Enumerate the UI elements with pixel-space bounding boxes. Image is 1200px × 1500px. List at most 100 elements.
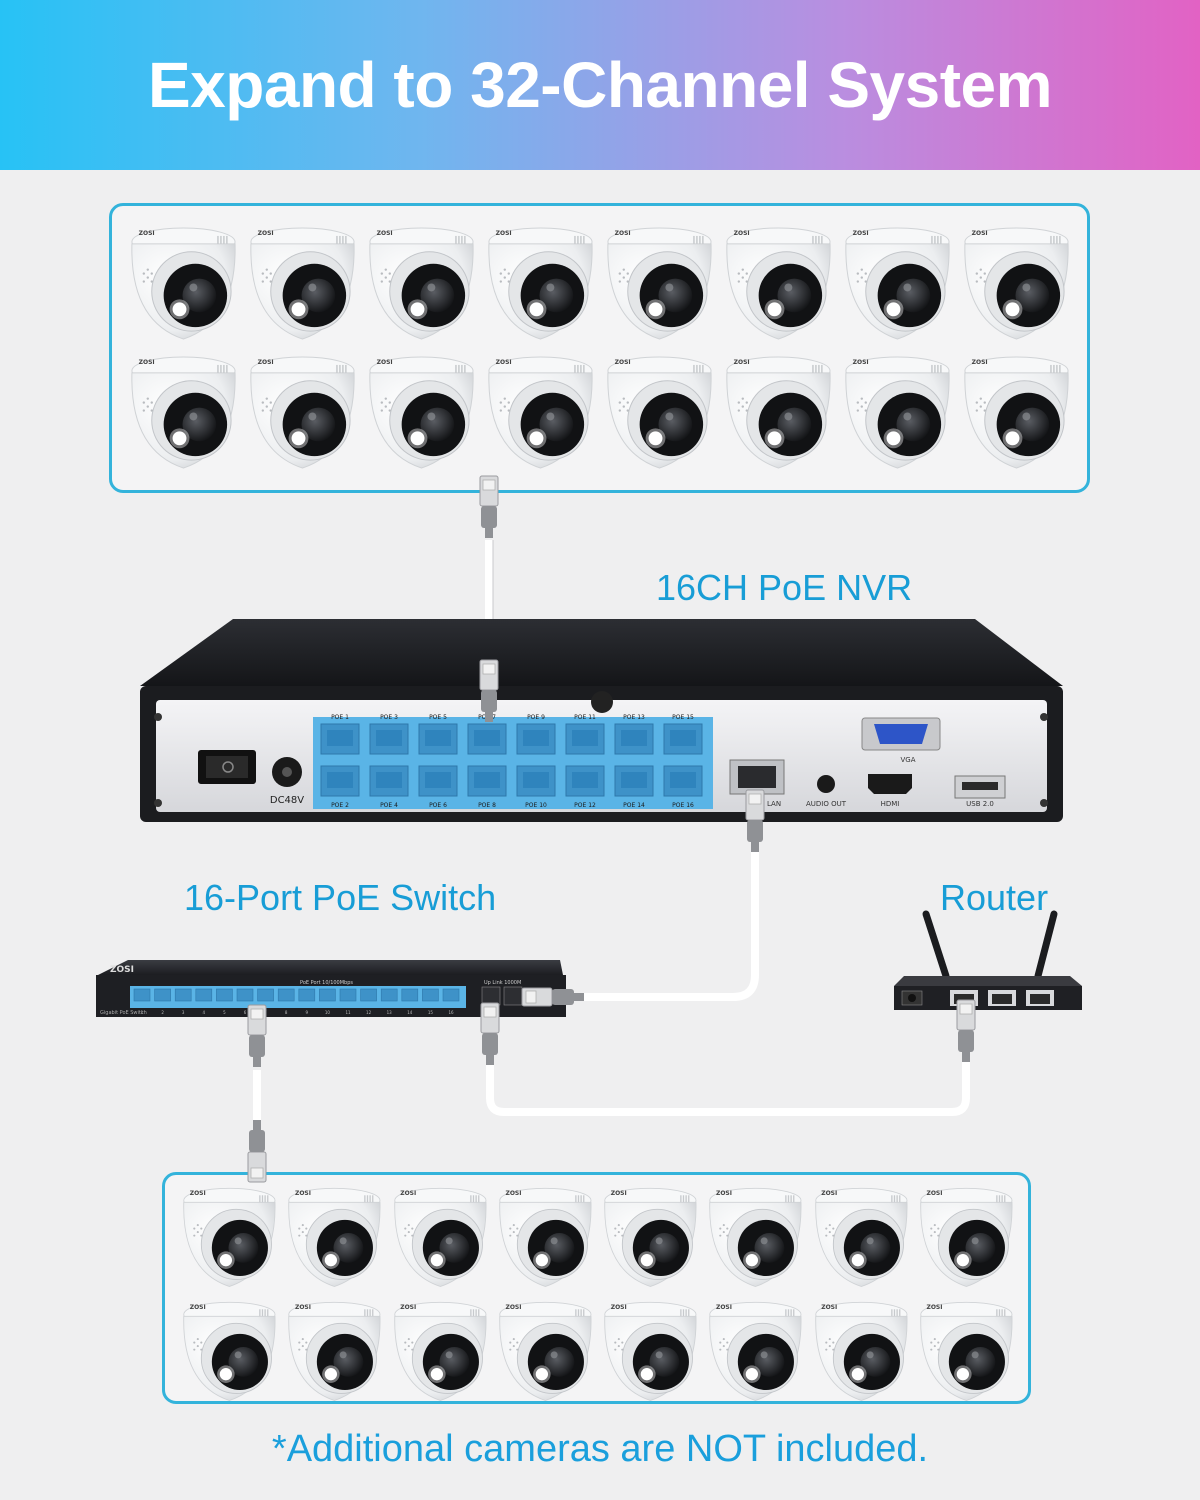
poe-port-socket <box>425 730 451 746</box>
camera-brand: ZOSI <box>715 1303 732 1311</box>
switch-label: 16-Port PoE Switch <box>184 877 497 918</box>
poe-port-label: POE 9 <box>527 714 545 721</box>
router-label: Router <box>940 877 1049 918</box>
poe-port <box>467 765 507 797</box>
poe-port-label: POE 13 <box>623 714 645 721</box>
camera-brand: ZOSI <box>614 358 631 366</box>
switch-port <box>422 988 439 1002</box>
usb-port <box>954 775 1006 799</box>
camera-icon: ZOSI <box>596 1183 701 1297</box>
poe-port <box>369 765 409 797</box>
hdmi-label: HDMI <box>881 800 900 808</box>
switch-port <box>195 988 213 1002</box>
camera-brand: ZOSI <box>138 229 155 237</box>
poe-port-socket <box>376 772 402 788</box>
switch-port-number: 12 <box>366 1010 372 1015</box>
camera-brand: ZOSI <box>189 1189 206 1197</box>
vga-label: VGA <box>900 756 915 764</box>
camera-brand: ZOSI <box>821 1303 838 1311</box>
camera-icon: ZOSI <box>479 351 598 480</box>
camera-brand: ZOSI <box>294 1189 311 1197</box>
footnote: *Additional cameras are NOT included. <box>271 1428 929 1470</box>
switch-brand: ZOSI <box>110 965 134 975</box>
poe-port <box>614 723 654 755</box>
poe-port-socket <box>425 772 451 788</box>
camera-brand: ZOSI <box>505 1189 522 1197</box>
camera-brand: ZOSI <box>610 1189 627 1197</box>
switch-port <box>319 988 336 1002</box>
rj45-plug <box>956 999 976 1063</box>
camera-icon: ZOSI <box>386 1297 491 1411</box>
camera-brand: ZOSI <box>852 358 869 366</box>
rj45-plug <box>479 659 499 723</box>
camera-brand: ZOSI <box>376 229 393 237</box>
camera-icon: ZOSI <box>836 222 955 351</box>
poe-port <box>369 723 409 755</box>
poe-switch-device: ZOSI Gigabit PoE Switch PoE Port 10/100M… <box>96 960 566 1017</box>
poe-port-label: POE 3 <box>380 714 398 721</box>
switch-port-number: 11 <box>345 1010 351 1015</box>
camera-icon: ZOSI <box>479 222 598 351</box>
top-camera-grid: ZOSI ZOSI <box>122 222 1074 480</box>
top-camera-group: ZOSI ZOSI <box>109 203 1090 493</box>
camera-icon: ZOSI <box>175 1183 280 1297</box>
poe-port-socket <box>670 772 696 788</box>
poe-port-socket <box>572 730 598 746</box>
camera-brand: ZOSI <box>971 358 988 366</box>
camera-brand: ZOSI <box>400 1303 417 1311</box>
camera-brand: ZOSI <box>400 1189 417 1197</box>
switch-side-caption: Gigabit PoE Switch <box>100 1010 147 1016</box>
camera-brand: ZOSI <box>715 1189 732 1197</box>
lan-port <box>729 759 785 795</box>
poe-port-label: POE 6 <box>429 802 447 809</box>
poe-port-label: POE 2 <box>331 802 349 809</box>
dc-power-jack <box>272 757 302 787</box>
poe-port <box>565 765 605 797</box>
switch-port-number: 7 <box>264 1010 267 1015</box>
dc-label: DC48V <box>270 795 304 806</box>
poe-port-label: POE 4 <box>380 802 398 809</box>
poe-port-socket <box>621 772 647 788</box>
switch-port-number: 8 <box>285 1010 288 1015</box>
poe-port-socket <box>474 730 500 746</box>
poe-port-socket <box>572 772 598 788</box>
poe-port <box>467 723 507 755</box>
camera-brand: ZOSI <box>189 1303 206 1311</box>
poe-port-label: POE 12 <box>574 802 596 809</box>
camera-icon: ZOSI <box>912 1183 1017 1297</box>
camera-brand: ZOSI <box>257 358 274 366</box>
camera-icon: ZOSI <box>122 222 241 351</box>
poe-port-label: POE 8 <box>478 802 496 809</box>
camera-brand: ZOSI <box>505 1303 522 1311</box>
bottom-camera-grid: ZOSI ZOSI <box>175 1183 1017 1401</box>
camera-icon: ZOSI <box>280 1183 385 1297</box>
camera-brand: ZOSI <box>495 229 512 237</box>
poe-port <box>418 765 458 797</box>
switch-port <box>216 988 233 1002</box>
camera-brand: ZOSI <box>733 358 750 366</box>
poe-port-label: POE 10 <box>525 802 547 809</box>
poe-port <box>565 723 605 755</box>
camera-icon: ZOSI <box>912 1297 1017 1411</box>
camera-icon: ZOSI <box>701 1297 806 1411</box>
camera-brand: ZOSI <box>614 229 631 237</box>
camera-icon: ZOSI <box>175 1297 280 1411</box>
switch-port-number: 10 <box>325 1010 331 1015</box>
camera-icon: ZOSI <box>596 1297 701 1411</box>
camera-brand: ZOSI <box>257 229 274 237</box>
switch-uplink-caption: Up Link 1000M <box>484 980 521 986</box>
poe-port-label: POE 11 <box>574 714 596 721</box>
switch-port <box>298 988 316 1002</box>
poe-port-socket <box>523 730 549 746</box>
audio-label: AUDIO OUT <box>806 800 847 808</box>
poe-port <box>320 765 360 797</box>
switch-port-number: 14 <box>407 1010 413 1015</box>
camera-icon: ZOSI <box>955 222 1074 351</box>
bottom-camera-group: ZOSI ZOSI <box>162 1172 1031 1404</box>
rj45-plug <box>521 987 585 1007</box>
poe-port <box>663 723 703 755</box>
camera-icon: ZOSI <box>955 351 1074 480</box>
switch-port <box>401 988 419 1002</box>
camera-icon: ZOSI <box>122 351 241 480</box>
camera-icon: ZOSI <box>280 1297 385 1411</box>
